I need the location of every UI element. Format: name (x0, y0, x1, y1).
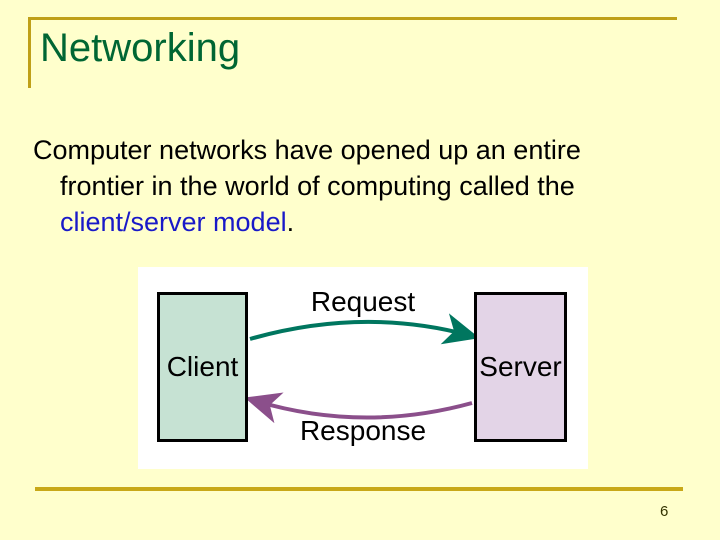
title-rule-left-decoration (28, 17, 31, 88)
diagram-arrows (244, 313, 480, 424)
accent-term-client-server-model: client/server model (60, 207, 287, 237)
request-arrow-label: Request (310, 286, 416, 317)
page-number: 6 (660, 503, 669, 520)
server-node[interactable]: Server (474, 292, 567, 442)
diagram-inner-canvas: Client Server Request Response (138, 267, 588, 469)
request-arrow-path (249, 313, 480, 345)
footer-rule-decoration (35, 487, 683, 491)
client-node[interactable]: Client (157, 292, 248, 442)
body-paragraph: Computer networks have opened up an enti… (33, 132, 665, 240)
client-server-diagram: Client Server Request Response (138, 267, 588, 469)
server-node-label: Server (479, 351, 562, 382)
title-rule-top-decoration (28, 17, 677, 20)
body-line-2: frontier in the world of computing calle… (60, 171, 575, 201)
body-line-3-period: . (286, 207, 295, 237)
response-arrow-path (244, 392, 473, 424)
body-line-1: Computer networks have opened up an enti… (33, 135, 581, 165)
response-arrow-label: Response (299, 415, 427, 446)
client-node-label: Client (166, 351, 239, 382)
body-line-3: client/server model. (33, 204, 665, 240)
page-title: Networking (40, 26, 241, 70)
